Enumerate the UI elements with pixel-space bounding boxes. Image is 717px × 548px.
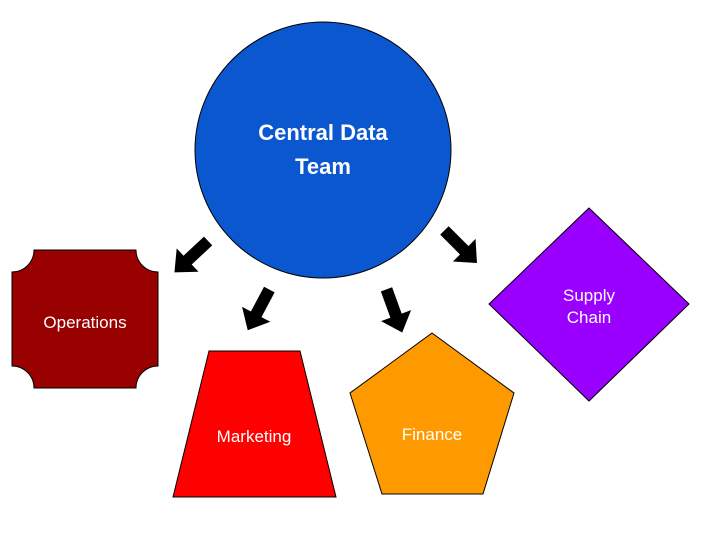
arrow-to-operations-shape bbox=[174, 236, 213, 273]
supply-chain-shape bbox=[488, 207, 690, 402]
central-data-team-label-line2: Team bbox=[295, 154, 351, 179]
supply-chain-label-line2: Chain bbox=[567, 308, 611, 327]
central-data-team-circle bbox=[194, 21, 452, 279]
supply-chain-label-line1: Supply bbox=[563, 286, 615, 305]
central-data-team-node: Central Data Team bbox=[194, 21, 452, 279]
arrow-to-finance-shape bbox=[380, 287, 412, 333]
marketing-shape bbox=[172, 350, 337, 498]
central-data-team-label-line1: Central Data bbox=[258, 120, 388, 145]
finance-node: Finance bbox=[349, 332, 515, 495]
operations-shape bbox=[11, 249, 159, 389]
supply-chain-node: Supply Chain bbox=[488, 207, 690, 402]
arrow-to-marketing-shape bbox=[242, 286, 275, 331]
arrow-to-supply-chain bbox=[440, 226, 477, 263]
arrow-to-supply-chain-shape bbox=[440, 226, 477, 263]
marketing-node: Marketing bbox=[172, 350, 337, 498]
finance-label: Finance bbox=[402, 425, 462, 444]
arrow-to-operations bbox=[174, 236, 213, 273]
marketing-label: Marketing bbox=[217, 427, 292, 446]
finance-shape bbox=[349, 332, 515, 495]
arrow-to-finance bbox=[380, 287, 412, 333]
operations-node: Operations bbox=[11, 249, 159, 389]
operations-label: Operations bbox=[43, 313, 126, 332]
arrow-to-marketing bbox=[242, 286, 275, 331]
